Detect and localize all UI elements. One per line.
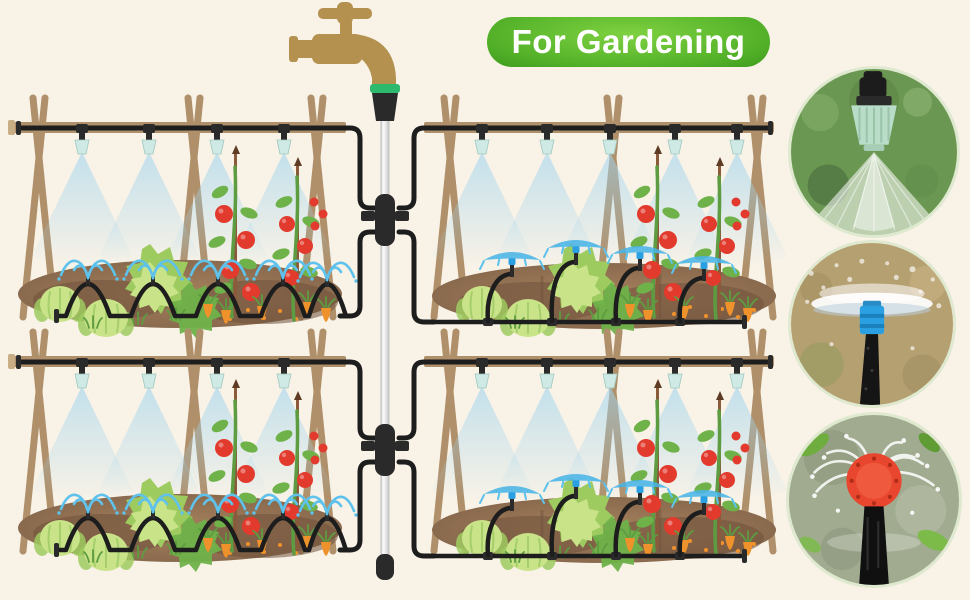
faucet-spout — [348, 34, 396, 88]
garden-bed-bottom-left — [8, 332, 358, 572]
photo-inset-multi-stream-dripper — [786, 412, 962, 588]
cross-connector-lower — [361, 424, 409, 476]
leaf — [799, 433, 830, 457]
banner-label: For Gardening — [511, 23, 746, 60]
garden-bed-bottom-right — [424, 332, 787, 572]
faucet-adapter — [372, 93, 398, 121]
blue-sprinkler-head — [859, 305, 885, 335]
distribution-tubing — [337, 125, 437, 559]
cross-connector-upper — [361, 194, 409, 246]
garden-bed-top-right — [424, 98, 787, 338]
garden-bed-top-left — [8, 98, 358, 338]
photo-inset-umbrella-sprinkler — [788, 240, 956, 408]
photo-inset-mist-nozzle — [788, 66, 960, 238]
stake — [859, 334, 881, 405]
quick-connector — [370, 84, 400, 93]
pipe-end-cap — [376, 554, 394, 580]
faucet — [289, 2, 400, 121]
nozzle-cap — [859, 77, 887, 99]
for-gardening-banner: For Gardening — [487, 17, 770, 67]
main-supply-pipe — [361, 116, 409, 580]
